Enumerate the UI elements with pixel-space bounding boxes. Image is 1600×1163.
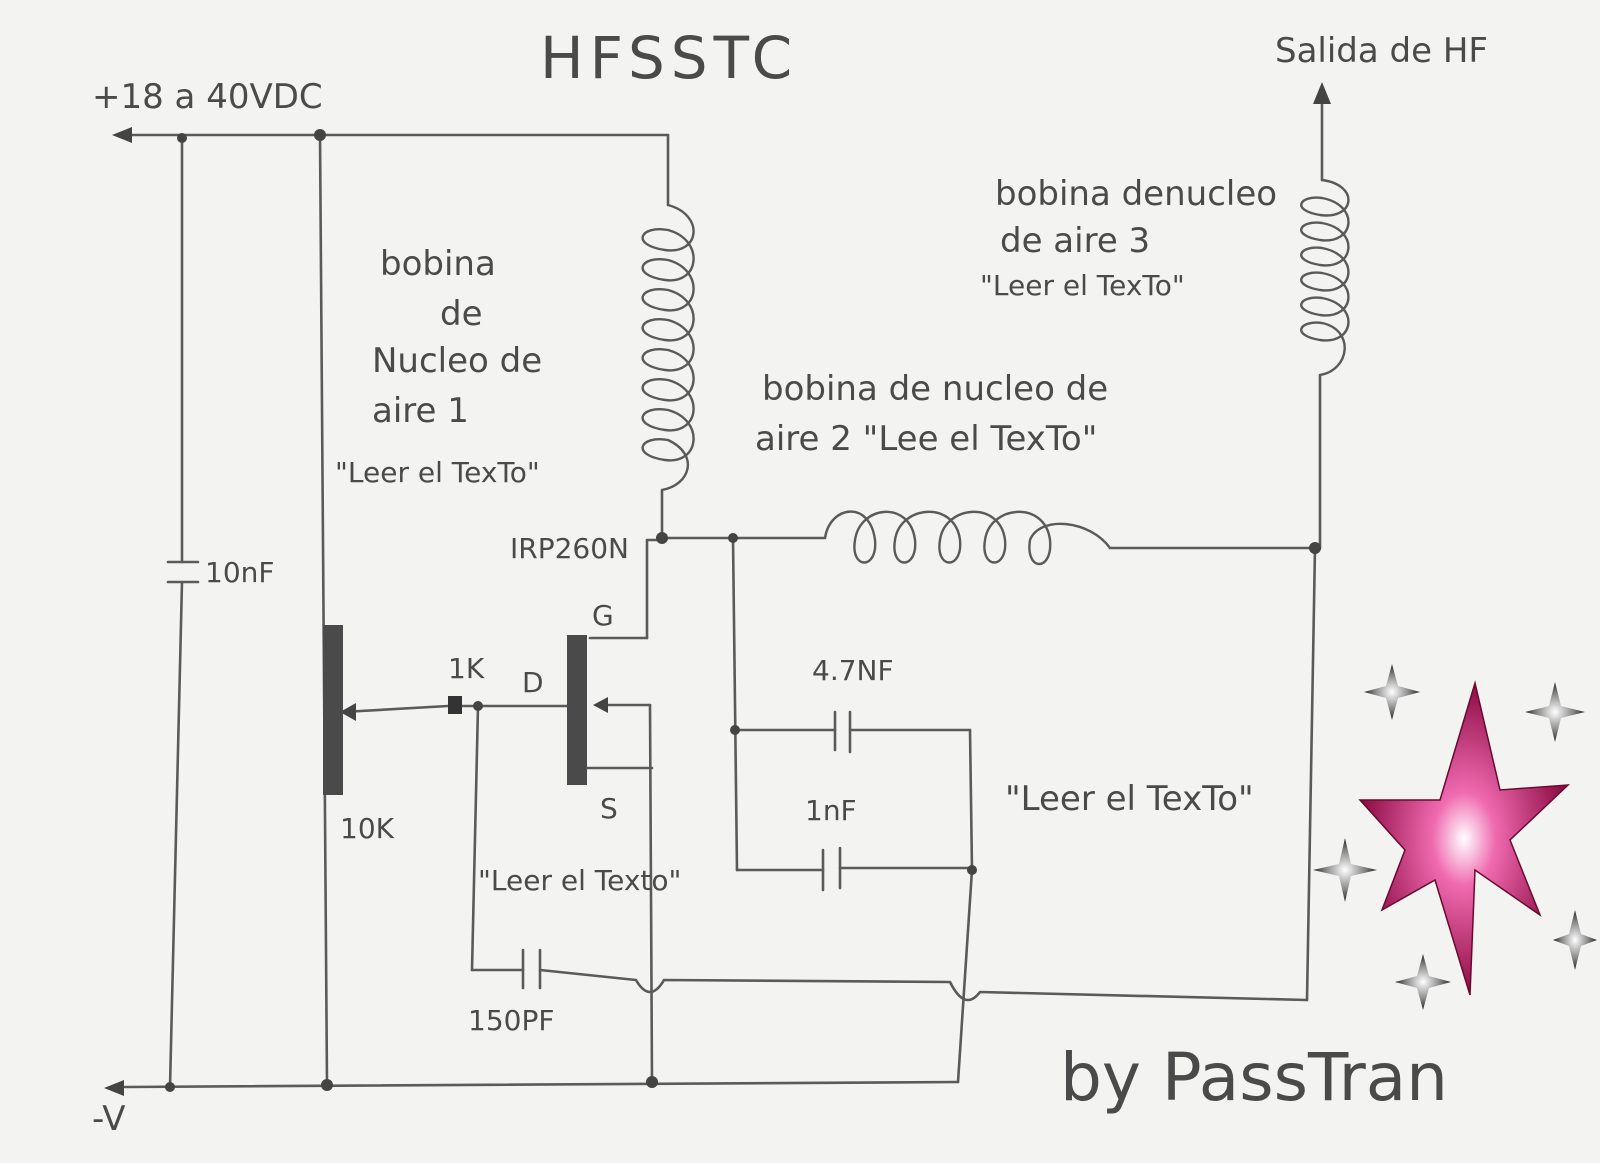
pin-s-label: S: [600, 792, 618, 825]
transistor-body: [567, 635, 587, 785]
right-return-wire: [1305, 546, 1317, 1002]
coil2-icon: [823, 510, 1111, 566]
wiper-arrow-icon: [340, 703, 356, 721]
wires: [104, 82, 1331, 1096]
signature: by PassTran: [1060, 1039, 1448, 1116]
cap-c-drop-wire: [470, 704, 480, 972]
source-ground-wire: [648, 703, 654, 1084]
potentiometer-body: [323, 625, 343, 795]
sparkle-star-icon: [1553, 910, 1597, 970]
crossover-wire: [538, 968, 1309, 1002]
coil3-label-line: de aire 3: [1000, 221, 1150, 261]
junction-dot: [730, 725, 740, 735]
junction-dot: [967, 865, 977, 875]
cap-b-label: 1nF: [805, 794, 857, 827]
pin-g-label: G: [592, 599, 614, 632]
junctions: [165, 129, 1321, 1092]
coil1-icon: [641, 203, 695, 492]
bottom-rail-wire: [123, 1080, 960, 1089]
cap-a-label: 4.7NF: [812, 654, 894, 687]
junction-dot: [473, 701, 483, 711]
sparkle-star-icon: [1525, 682, 1585, 742]
cap-c-label: 150PF: [468, 1004, 554, 1037]
cap-supply-label: 10nF: [205, 556, 274, 589]
negative-arrow-icon: [104, 1080, 124, 1096]
labels: HFSSTC +18 a 40VDC -V Salida de HF bobin…: [92, 24, 1488, 1139]
supply-negative-label: -V: [92, 1099, 126, 1139]
resistor-body: [448, 696, 462, 714]
junction-dot: [728, 533, 738, 543]
cap-branch-bottom-wire: [168, 580, 184, 1089]
junction-dot: [314, 129, 326, 141]
coil3-label-line: "Leer el TexTo": [980, 269, 1185, 302]
junction-dot: [321, 1079, 333, 1091]
supply-positive-label: +18 a 40VDC: [92, 77, 323, 117]
cap-network-right-wire: [968, 728, 974, 872]
junction-dot: [177, 133, 187, 143]
output-label: Salida de HF: [1275, 31, 1488, 71]
diagram-title: HFSSTC: [540, 24, 798, 92]
sparkle-star-icon: [1395, 954, 1451, 1010]
coil2-label-line: bobina de nucleo de: [762, 369, 1108, 409]
pot-supply-wire: [318, 133, 329, 1087]
components: [166, 560, 852, 990]
star-decoration: [1313, 664, 1597, 1010]
coil3-label-line: bobina denucleo: [995, 174, 1277, 214]
coil1-label-line: "Leer el TexTo": [335, 456, 540, 489]
junction-dot: [656, 532, 668, 544]
output-arrow-icon: [1313, 82, 1331, 104]
cap-network-left-wire: [731, 536, 739, 872]
coil1-label-line: aire 1: [372, 391, 469, 431]
coil1-label-line: Nucleo de: [372, 341, 542, 381]
coil1-label-line: de: [440, 294, 483, 334]
transistor-arrow-icon: [593, 697, 608, 713]
coil2-label-line: aire 2 "Lee el TexTo": [755, 419, 1097, 459]
sparkle-star-icon: [1313, 838, 1377, 902]
pin-d-label: D: [522, 666, 544, 699]
big-pink-star-icon: [1358, 680, 1571, 996]
pot-label: 10K: [340, 812, 395, 845]
sparkle-star-icon: [1364, 664, 1420, 720]
junction-dot: [1309, 542, 1321, 554]
junction-dot: [646, 1076, 658, 1088]
coils: [641, 178, 1350, 566]
junction-dot: [165, 1082, 175, 1092]
coil1-label-line: bobina: [380, 244, 496, 284]
positive-arrow-icon: [112, 127, 132, 143]
note-bottom: "Leer el Texto": [478, 864, 681, 897]
note-right: "Leer el TexTo": [1005, 779, 1254, 819]
resistor-label: 1K: [448, 652, 485, 685]
transistor-label: IRP260N: [510, 532, 629, 565]
cap-network-return-wire: [956, 868, 974, 1084]
pot-wiper-wire: [341, 704, 450, 714]
coil3-icon: [1300, 178, 1350, 377]
